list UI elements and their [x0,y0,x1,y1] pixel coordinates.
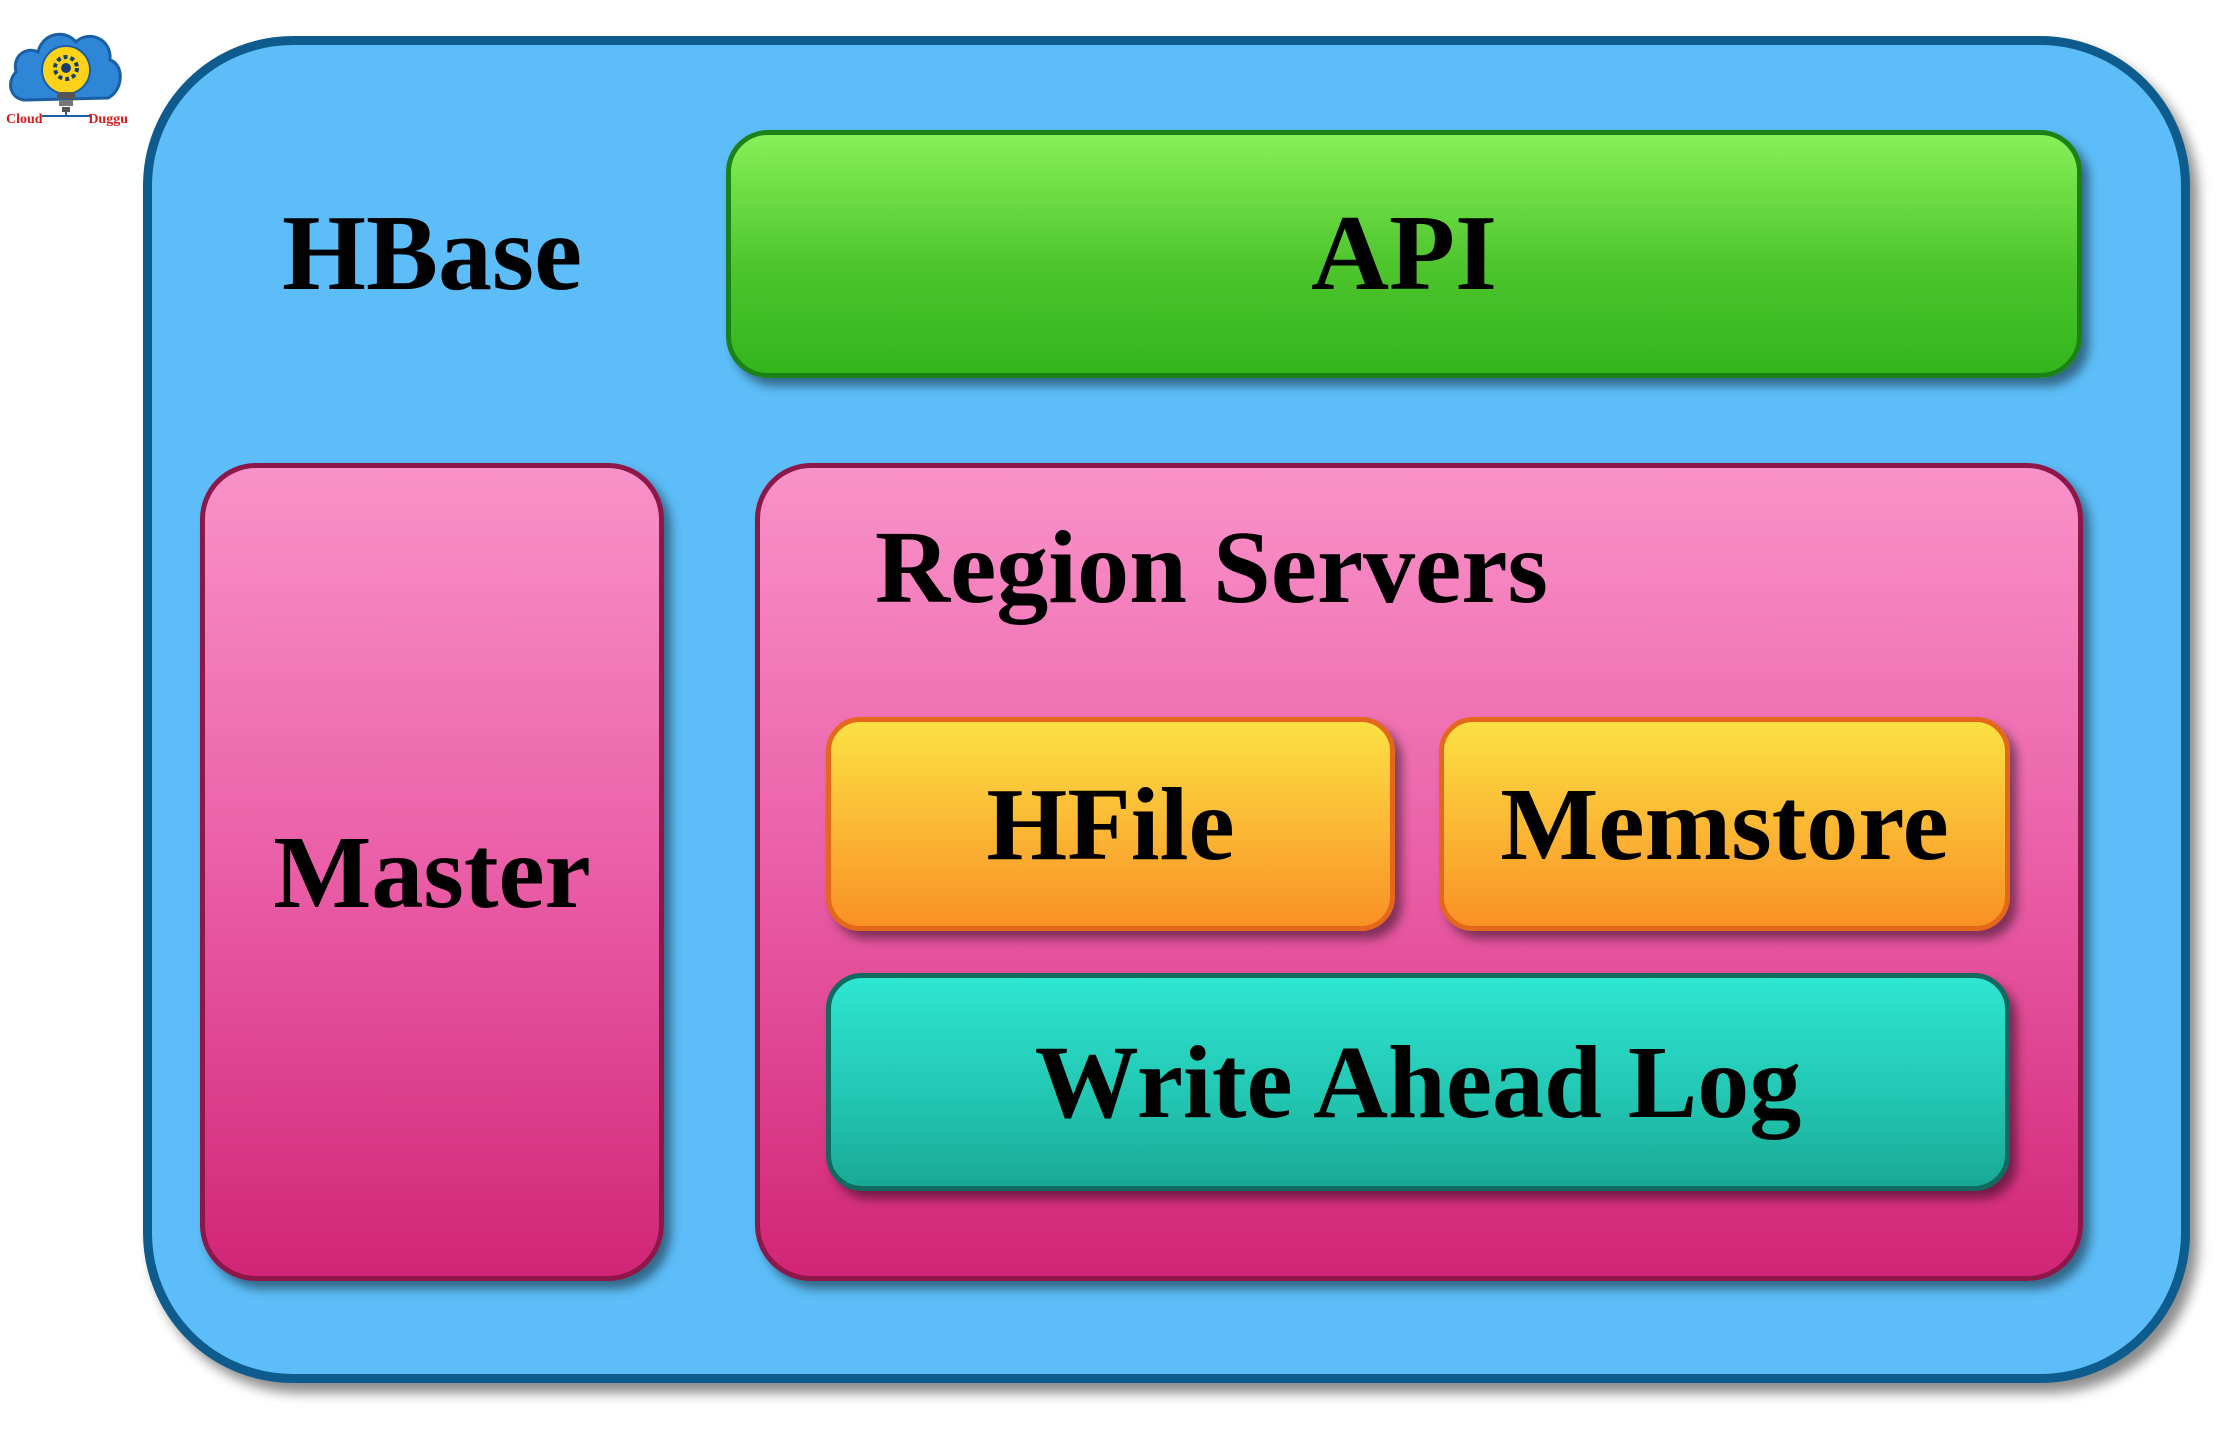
master-label: Master [273,814,591,930]
logo-wordmark: Cloud Duggu [6,112,128,128]
logo-text-right: Duggu [88,112,128,127]
hbase-title: HBase [282,194,583,313]
write-ahead-log-label: Write Ahead Log [1034,1024,1802,1140]
clouddugu-logo: Cloud Duggu [4,12,128,132]
master-block: Master [200,463,664,1281]
logo-text-left: Cloud [6,112,43,127]
hfile-label: HFile [986,766,1235,882]
api-label: API [1311,194,1497,313]
write-ahead-log-block: Write Ahead Log [826,973,2010,1191]
memstore-label: Memstore [1500,766,1949,882]
memstore-block: Memstore [1439,717,2010,931]
region-servers-title: Region Servers [875,510,1548,625]
api-block: API [726,130,2082,378]
cloud-lightbulb-gear-icon [9,32,122,117]
hfile-block: HFile [826,717,1395,931]
